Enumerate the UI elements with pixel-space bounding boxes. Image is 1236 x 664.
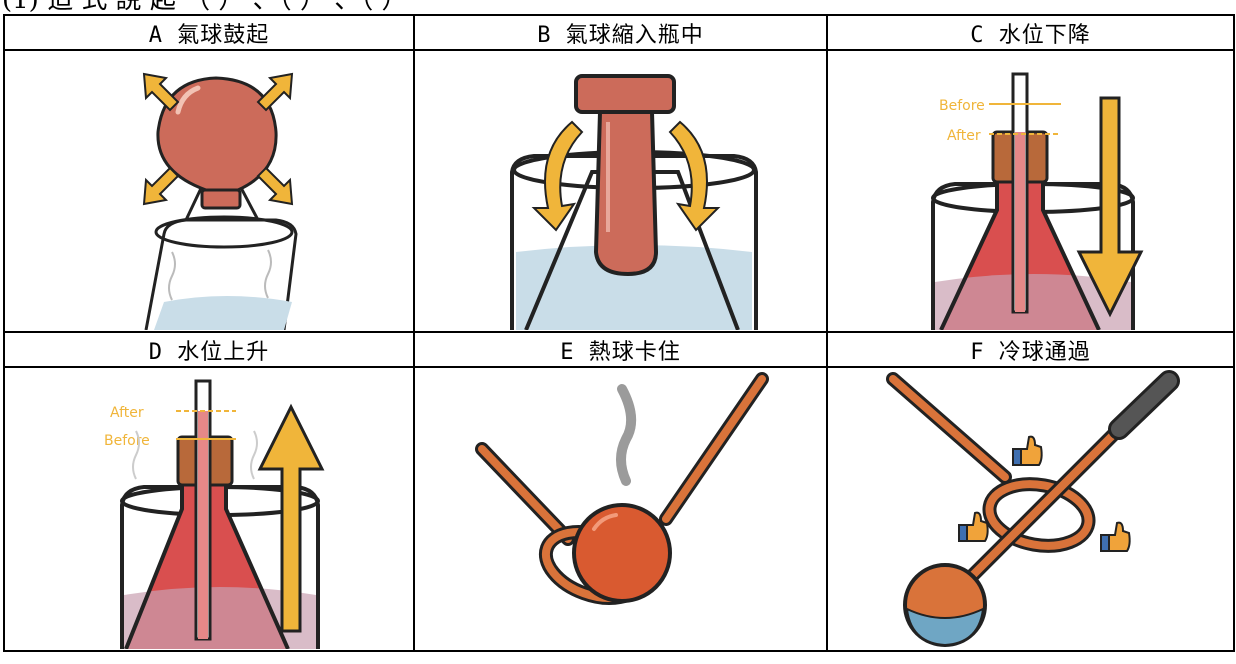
label-row-1: A 氣球鼓起 B 氣球縮入瓶中 C 水位下降 [3, 14, 1235, 51]
thumbs-up-icon [1100, 521, 1131, 552]
after-mark-label: After [947, 128, 981, 144]
cropped-question-line: (1) 造 式 說 起 （ ） 、（ ） 、（ ） [0, 0, 1236, 14]
cell-label-e: E 熱球卡住 [413, 331, 828, 368]
picture-e-hot-ball-stuck [413, 366, 828, 652]
experiment-table: A 氣球鼓起 B 氣球縮入瓶中 C 水位下降 [3, 14, 1235, 652]
down-arrow-icon [1076, 96, 1144, 318]
thumbs-up-icon [958, 511, 989, 542]
cold-ball-passes-illustration [886, 370, 1180, 647]
cell-label-a: A 氣球鼓起 [3, 14, 415, 51]
steam-icon [616, 384, 637, 486]
picture-row-2: After Before [3, 366, 1235, 652]
balloon-sucked-in-illustration [510, 74, 758, 330]
picture-d-water-level-up: After Before [3, 366, 415, 652]
water-level-up-illustration: After Before [104, 379, 325, 649]
picture-b-balloon-sucked-in [413, 49, 828, 333]
picture-row-1: Before After [3, 49, 1235, 333]
balloon-inflating-illustration [142, 72, 298, 330]
thumbs-up-icon [1012, 435, 1043, 466]
label-row-2: D 水位上升 E 熱球卡住 F 冷球通過 [3, 331, 1235, 368]
before-mark-label: Before [104, 433, 150, 449]
picture-c-water-level-down: Before After [826, 49, 1235, 333]
expand-arrow-icon [142, 72, 294, 206]
question-fragment: (1) 造 式 說 起 （ ） 、（ ） 、（ ） [2, 0, 407, 14]
cell-label-f: F 冷球通過 [826, 331, 1235, 368]
picture-f-cold-ball-passes [826, 366, 1235, 652]
cell-label-c: C 水位下降 [826, 14, 1235, 51]
cell-label-d: D 水位上升 [3, 331, 415, 368]
before-mark-label: Before [939, 98, 985, 114]
water-level-down-illustration: Before After [931, 72, 1144, 330]
up-arrow-icon [257, 403, 325, 633]
hot-ball-stuck-illustration [475, 372, 769, 605]
after-mark-label: After [110, 405, 144, 421]
cell-label-b: B 氣球縮入瓶中 [413, 14, 828, 51]
picture-a-balloon-inflating [3, 49, 415, 333]
